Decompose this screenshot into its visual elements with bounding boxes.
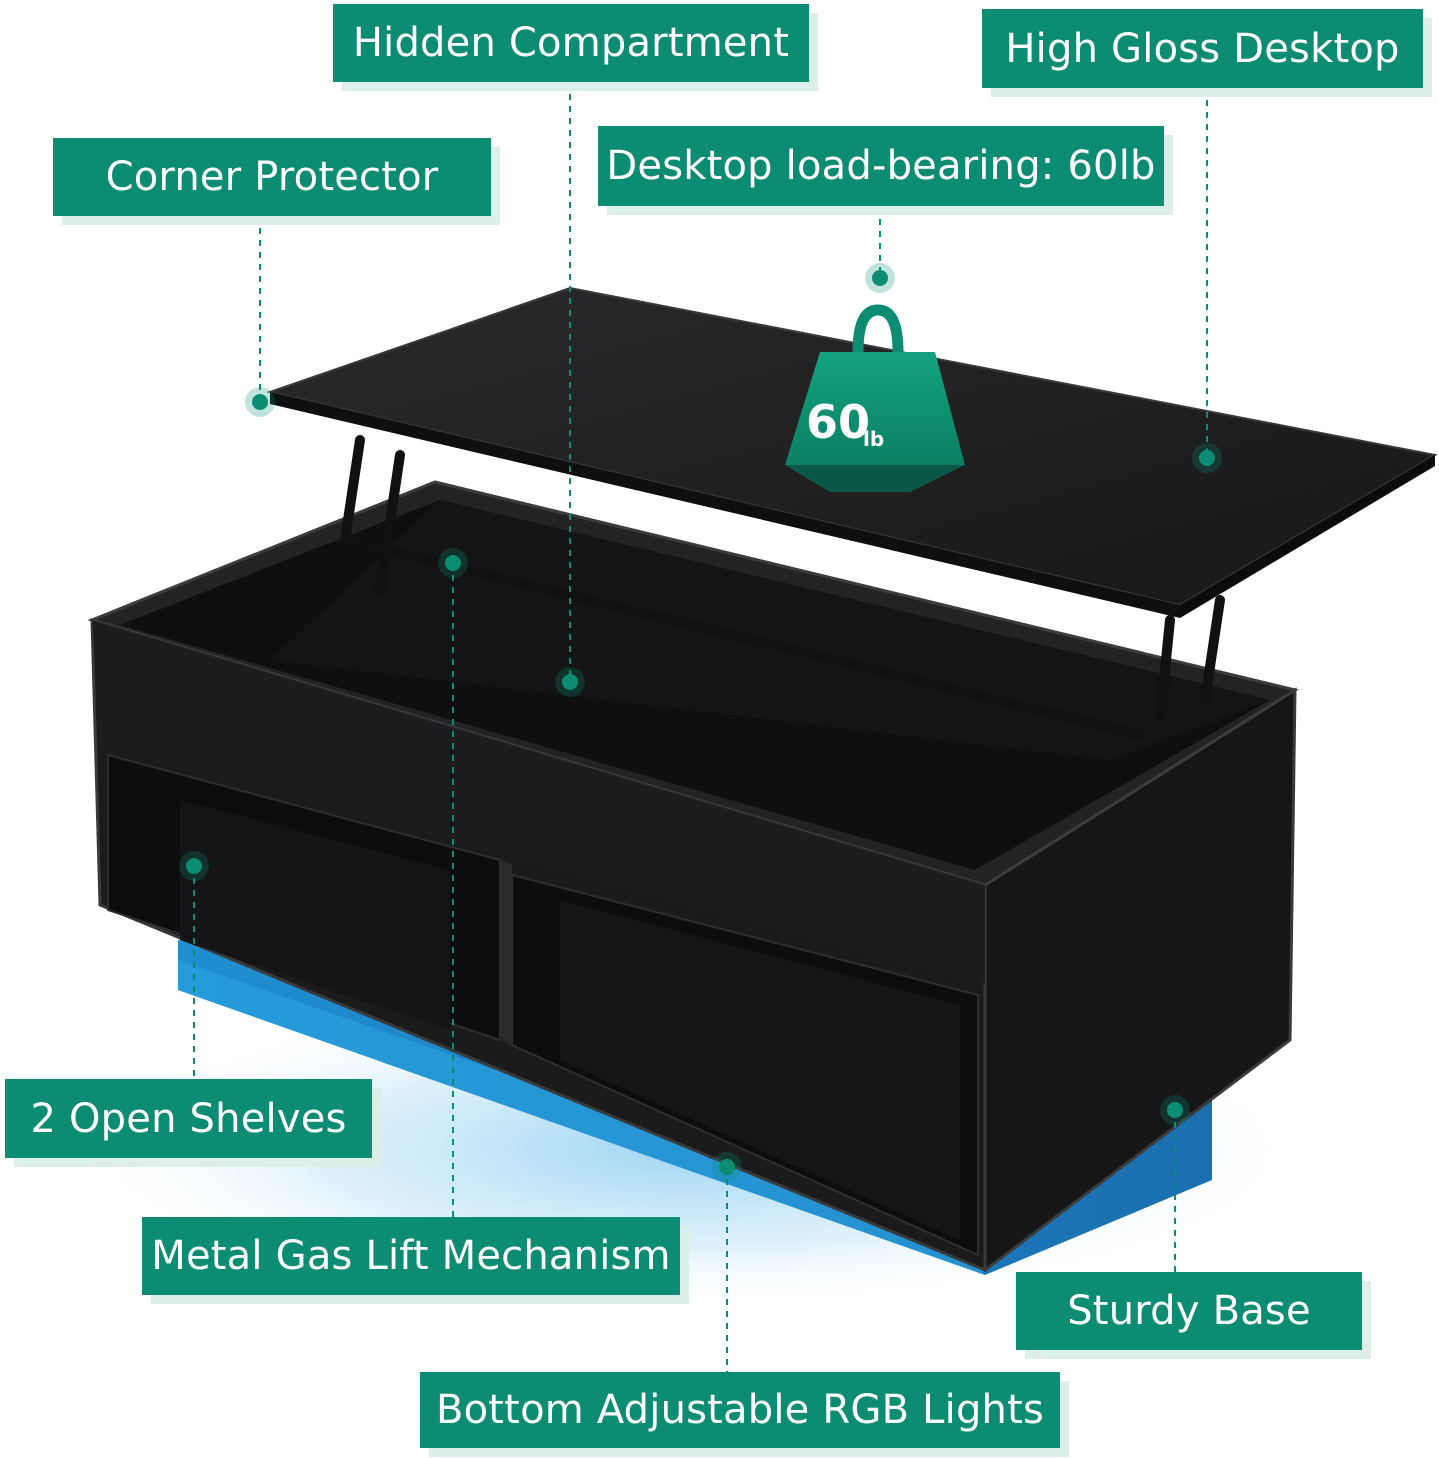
marker-open-shelves: [179, 851, 209, 881]
marker-gas-lift: [438, 548, 468, 578]
callout-hidden-compartment: Hidden Compartment: [333, 4, 809, 82]
callout-corner-protector: Corner Protector: [53, 138, 491, 216]
marker-hidden-compartment: [555, 667, 585, 697]
weight-unit: lb: [863, 427, 884, 451]
marker-corner-protector: [245, 387, 275, 417]
weight-icon: [785, 304, 965, 492]
callout-rgb-lights: Bottom Adjustable RGB Lights: [420, 1372, 1060, 1448]
marker-high-gloss: [1192, 443, 1222, 473]
marker-sturdy-base: [1160, 1095, 1190, 1125]
marker-desktop-load: [865, 263, 895, 293]
callout-open-shelves: 2 Open Shelves: [5, 1079, 372, 1158]
marker-rgb-lights: [712, 1152, 742, 1182]
callout-desktop-load: Desktop load-bearing: 60lb: [598, 126, 1164, 206]
callout-gas-lift: Metal Gas Lift Mechanism: [142, 1217, 680, 1295]
callout-sturdy-base: Sturdy Base: [1016, 1272, 1362, 1350]
gas-lift-mechanism: [340, 435, 1225, 740]
callout-high-gloss-desktop: High Gloss Desktop: [982, 9, 1423, 88]
leader-lines: [193, 82, 1208, 1372]
coffee-table-body: [87, 480, 1299, 1274]
weight-value: 60: [806, 395, 870, 449]
callout-markers: [179, 263, 1222, 1182]
